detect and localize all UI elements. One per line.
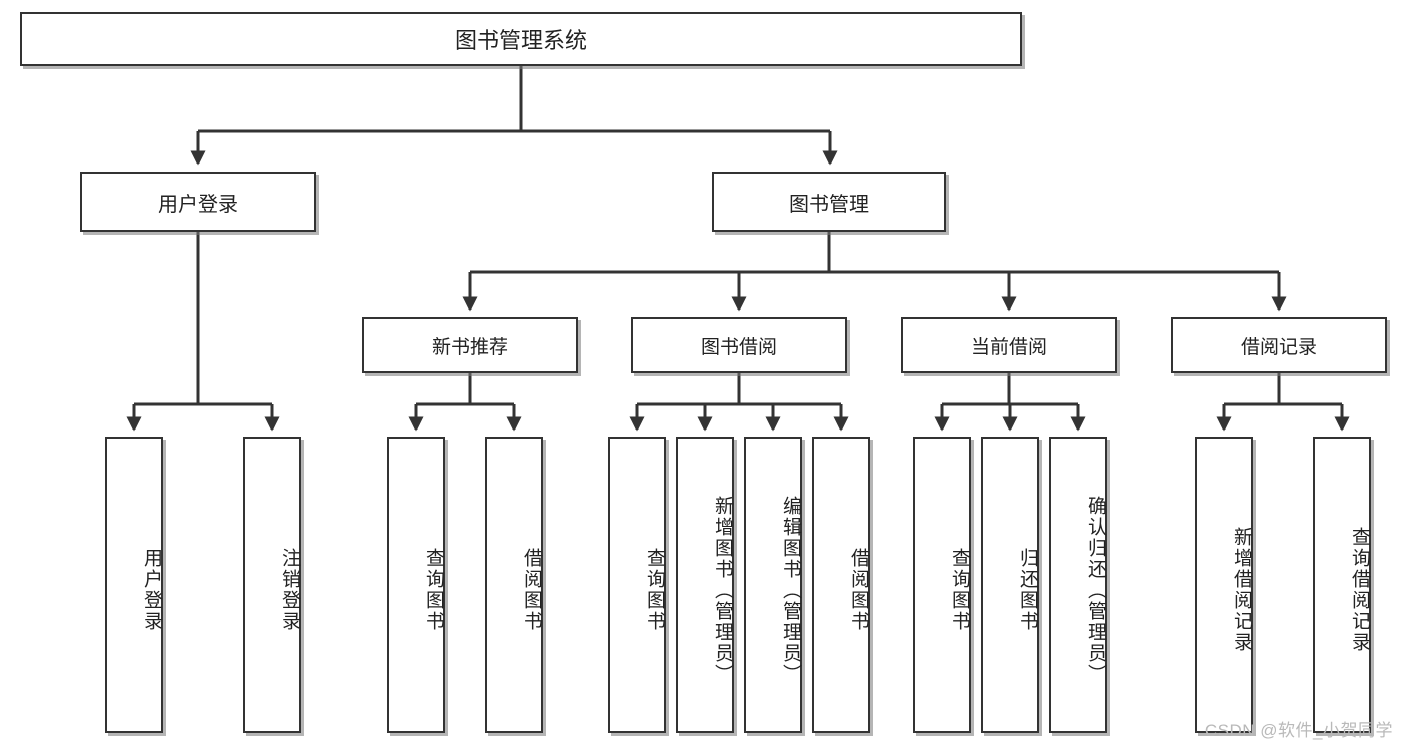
node-label: 图书借阅: [700, 336, 777, 358]
node-label: 新增借阅记录: [1231, 527, 1252, 653]
node-leaf-confirm-return[interactable]: 确认归还（管理员）: [1049, 437, 1107, 733]
node-new-book-recommend[interactable]: 新书推荐: [362, 317, 578, 373]
node-current-borrow[interactable]: 当前借阅: [901, 317, 1117, 373]
node-leaf-query-book-1[interactable]: 查询图书: [387, 437, 445, 733]
node-label: 图书管理: [789, 193, 869, 216]
node-label: 借阅记录: [1240, 336, 1317, 358]
node-label: 查询图书: [949, 548, 970, 632]
node-label: 用户登录: [158, 193, 238, 216]
node-leaf-logout-login[interactable]: 注销登录: [243, 437, 301, 733]
node-label: 编辑图书（管理员）: [780, 495, 801, 685]
node-label: 新增图书（管理员）: [712, 495, 733, 685]
node-label: 归还图书: [1017, 548, 1038, 632]
node-label: 借阅图书: [848, 548, 869, 632]
node-label: 新书推荐: [431, 336, 508, 358]
node-leaf-borrow-book-2[interactable]: 借阅图书: [812, 437, 870, 733]
node-label: 用户登录: [141, 548, 162, 632]
node-label: 确认归还（管理员）: [1085, 495, 1106, 685]
node-leaf-query-book-3[interactable]: 查询图书: [913, 437, 971, 733]
node-book-management[interactable]: 图书管理: [712, 172, 946, 232]
node-label: 查询图书: [423, 548, 444, 632]
node-book-borrow[interactable]: 图书借阅: [631, 317, 847, 373]
node-leaf-borrow-book-1[interactable]: 借阅图书: [485, 437, 543, 733]
node-label: 查询借阅记录: [1349, 527, 1370, 653]
node-user-login[interactable]: 用户登录: [80, 172, 316, 232]
node-label: 注销登录: [279, 548, 300, 632]
node-leaf-query-book-2[interactable]: 查询图书: [608, 437, 666, 733]
node-borrow-record[interactable]: 借阅记录: [1171, 317, 1387, 373]
node-leaf-query-borrow-record[interactable]: 查询借阅记录: [1313, 437, 1371, 733]
watermark: CSDN @软件_小贺同学: [1204, 721, 1393, 740]
node-label: 图书管理系统: [454, 28, 587, 53]
node-leaf-user-login[interactable]: 用户登录: [105, 437, 163, 733]
node-label: 借阅图书: [521, 548, 542, 632]
node-leaf-add-borrow-record[interactable]: 新增借阅记录: [1195, 437, 1253, 733]
node-leaf-add-book[interactable]: 新增图书（管理员）: [676, 437, 734, 733]
node-label: 当前借阅: [970, 336, 1047, 358]
node-leaf-return-book[interactable]: 归还图书: [981, 437, 1039, 733]
node-leaf-edit-book[interactable]: 编辑图书（管理员）: [744, 437, 802, 733]
node-root[interactable]: 图书管理系统: [20, 12, 1022, 66]
node-label: 查询图书: [644, 548, 665, 632]
